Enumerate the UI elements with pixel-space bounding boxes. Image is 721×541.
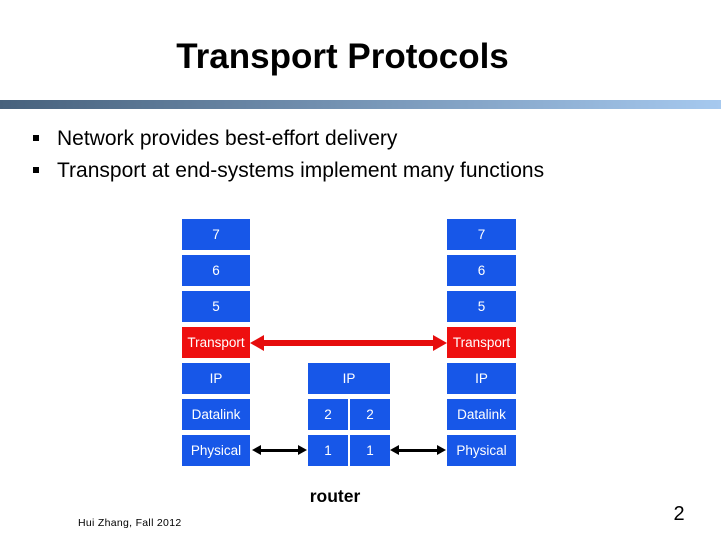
right-stack-layer-6: 6 bbox=[447, 255, 516, 286]
right-stack-layer-datalink: Datalink bbox=[447, 399, 516, 430]
arrow-shaft bbox=[264, 340, 433, 346]
arrow-head-left-icon bbox=[252, 445, 261, 455]
page-title: Transport Protocols bbox=[176, 37, 509, 76]
bullet-text: Transport at end-systems implement many … bbox=[57, 159, 545, 182]
right-stack-layer-physical: Physical bbox=[447, 435, 516, 466]
right-stack-layer-7: 7 bbox=[447, 219, 516, 250]
right-stack-layer-ip: IP bbox=[447, 363, 516, 394]
arrow-head-right-icon bbox=[433, 335, 447, 351]
router-caption: router bbox=[309, 486, 361, 506]
physical-link-arrow-right-icon bbox=[390, 445, 446, 455]
left-stack-layer-7: 7 bbox=[182, 219, 250, 250]
bullet-list: Network provides best-effort delivery Tr… bbox=[33, 126, 544, 190]
arrow-shaft bbox=[399, 448, 437, 452]
arrow-head-right-icon bbox=[298, 445, 307, 455]
right-stack-layer-transport: Transport bbox=[447, 327, 516, 358]
footer-credit: Hui Zhang, Fall 2012 bbox=[78, 517, 182, 529]
arrow-head-left-icon bbox=[390, 445, 399, 455]
arrow-head-left-icon bbox=[250, 335, 264, 351]
router-layer2-left: 2 bbox=[308, 399, 348, 430]
router-layer-ip: IP bbox=[308, 363, 390, 394]
router-layer2-right: 2 bbox=[350, 399, 390, 430]
transport-end-to-end-arrow-icon bbox=[250, 335, 447, 351]
square-bullet-icon bbox=[33, 135, 39, 141]
left-stack-layer-6: 6 bbox=[182, 255, 250, 286]
physical-link-arrow-left-icon bbox=[252, 445, 307, 455]
accent-bar bbox=[0, 100, 721, 109]
router-layer1-left: 1 bbox=[308, 435, 348, 466]
bullet-item: Network provides best-effort delivery bbox=[33, 126, 544, 152]
left-stack-layer-ip: IP bbox=[182, 363, 250, 394]
arrow-shaft bbox=[261, 448, 298, 452]
left-stack-layer-transport: Transport bbox=[182, 327, 250, 358]
left-stack-layer-datalink: Datalink bbox=[182, 399, 250, 430]
right-stack-layer-5: 5 bbox=[447, 291, 516, 322]
arrow-head-right-icon bbox=[437, 445, 446, 455]
page-number: 2 bbox=[673, 503, 685, 525]
bullet-item: Transport at end-systems implement many … bbox=[33, 158, 544, 184]
square-bullet-icon bbox=[33, 167, 39, 173]
router-layer1-right: 1 bbox=[350, 435, 390, 466]
left-stack-layer-5: 5 bbox=[182, 291, 250, 322]
left-stack-layer-physical: Physical bbox=[182, 435, 250, 466]
bullet-text: Network provides best-effort delivery bbox=[57, 127, 398, 150]
